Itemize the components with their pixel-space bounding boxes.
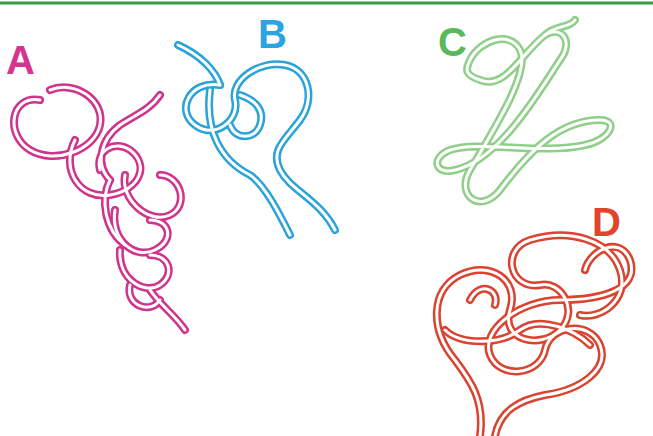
knot-b: [178, 45, 335, 235]
figure-letter: A: [6, 40, 35, 80]
knot-a: [14, 87, 185, 330]
knot-d: [437, 235, 632, 436]
figure-letter: B: [258, 14, 287, 54]
figure-letter: C: [438, 22, 467, 62]
figure-letter: D: [592, 202, 621, 242]
knot-c: [437, 20, 610, 201]
top-rule: [0, 2, 653, 5]
